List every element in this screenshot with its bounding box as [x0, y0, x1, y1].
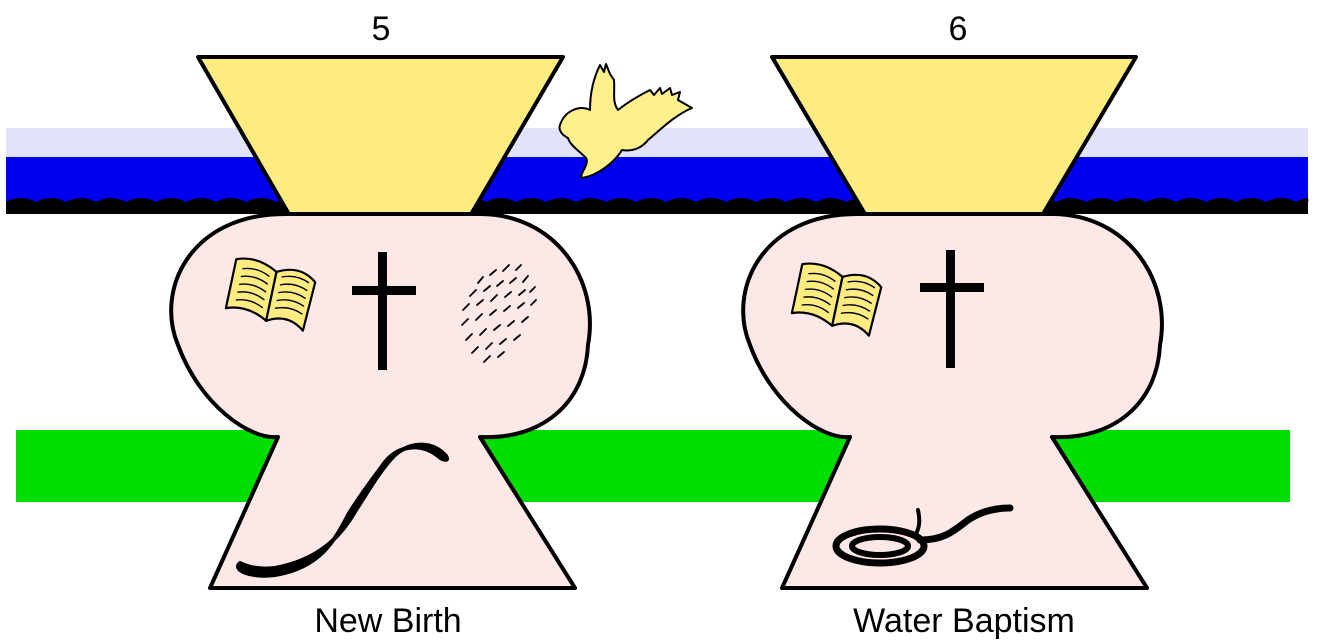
- grass-band: [16, 430, 1290, 502]
- panel-caption: Water Baptism: [853, 602, 1075, 640]
- panel-water-baptism: 6 Water Baptism: [743, 10, 1162, 640]
- panel-number: 5: [372, 10, 391, 48]
- panel-new-birth: 5: [171, 10, 590, 640]
- water-band: [6, 157, 1308, 202]
- panel-number: 6: [949, 10, 968, 48]
- panel-caption: New Birth: [314, 602, 461, 640]
